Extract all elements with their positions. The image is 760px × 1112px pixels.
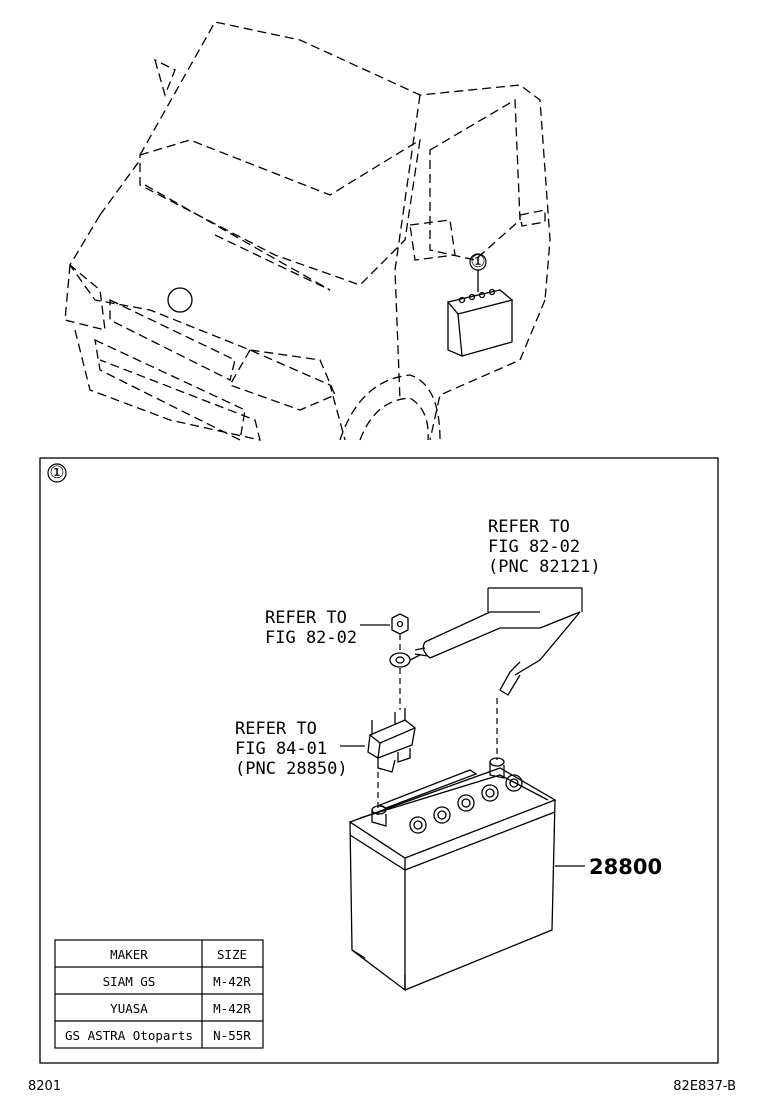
- leader-lines: [340, 587, 585, 867]
- table-row-1-size: M-42R: [213, 974, 251, 989]
- table-row-2-size: M-42R: [213, 1001, 251, 1016]
- table-row-3-size: N-55R: [213, 1028, 251, 1043]
- vehicle-outline: [64, 21, 551, 441]
- battery-cable: [414, 611, 581, 696]
- footer-figure-code: 82E837-B: [673, 1079, 736, 1094]
- assembly-dash-lines: [377, 634, 498, 815]
- ref-fuse-line-1: REFER TO: [235, 719, 317, 739]
- ref-nut-line-2: FIG 82-02: [265, 628, 357, 648]
- fusible-link-block: [367, 708, 417, 773]
- callout-circle-thumb: [469, 253, 487, 271]
- table-header-maker: MAKER: [110, 947, 148, 962]
- ref-fuse-line-2: FIG 84-01: [235, 739, 327, 759]
- ref-cable-line-3: (PNC 82121): [488, 557, 601, 577]
- vehicle-emblem: [167, 287, 193, 313]
- battery-location-thumb: [446, 270, 514, 358]
- table-header-size: SIZE: [217, 947, 247, 962]
- callout-circle-detail: [47, 463, 67, 483]
- ref-cable-line-1: REFER TO: [488, 517, 570, 537]
- table-row-1-maker: SIAM GS: [103, 974, 156, 989]
- table-row-2-maker: YUASA: [110, 1001, 148, 1016]
- nut-icon: [391, 613, 409, 635]
- battery-illustration: [348, 757, 557, 992]
- ref-cable-line-2: FIG 82-02: [488, 537, 580, 557]
- callout-thumb-label: ①: [470, 252, 485, 272]
- detail-frame: [39, 457, 719, 1064]
- part-number-label: 28800: [589, 855, 662, 879]
- footer-page-code: 8201: [28, 1079, 61, 1094]
- ref-fuse-line-3: (PNC 28850): [235, 759, 348, 779]
- table-row-3-maker: GS ASTRA Otoparts: [65, 1028, 193, 1043]
- ref-nut-line-1: REFER TO: [265, 608, 347, 628]
- ring-terminal: [389, 652, 421, 668]
- callout-detail-label: ①: [49, 463, 64, 483]
- maker-size-table: [54, 939, 264, 1049]
